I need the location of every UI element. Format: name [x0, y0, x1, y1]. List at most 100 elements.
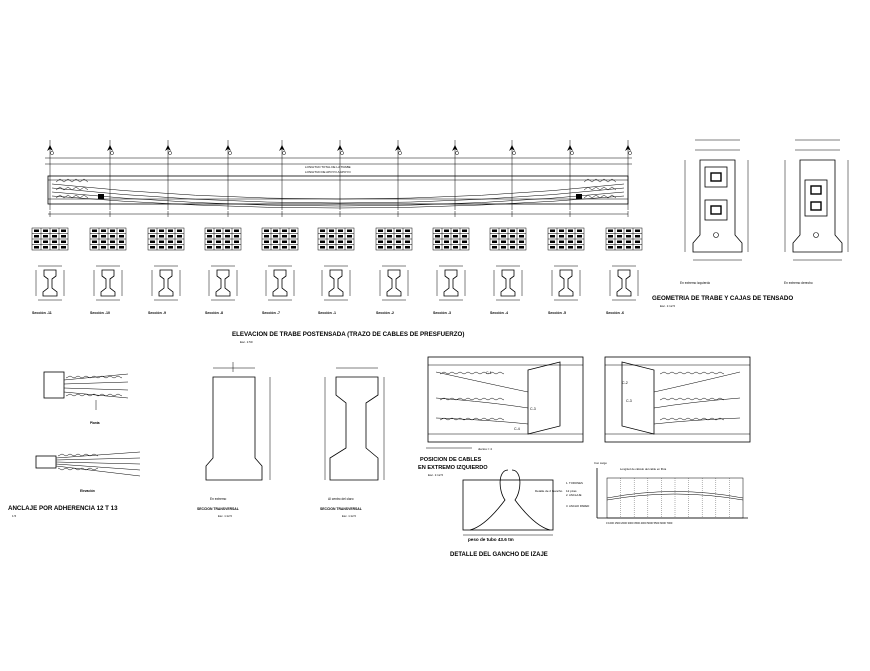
- geometry-title: GEOMETRIA DE TRABE Y CAJAS DE TENSADO: [652, 295, 793, 302]
- mini-cross-section: [379, 265, 409, 301]
- geometry-left: En extremo izquierdo: [680, 139, 749, 285]
- section-8: Sección -3: [432, 227, 470, 315]
- section-label: Sección -11: [32, 311, 52, 315]
- section-label: Sección -9: [148, 311, 166, 315]
- tendon-graph: Longitud de cálculo del cable en fibra C…: [566, 461, 748, 525]
- axis-marker-icon: [567, 140, 574, 210]
- mini-cross-section: [609, 265, 639, 301]
- section-end-sub: SECCION TRANSVERSAL: [197, 507, 239, 511]
- section-label: Sección -1: [318, 311, 336, 315]
- anchor-plan: Planta: [43, 371, 129, 425]
- mini-cross-section: [35, 265, 65, 301]
- section-5: Sección -7: [261, 227, 299, 315]
- elevation-title: ELEVACION DE TRABE POSTENSADA (TRAZO DE …: [232, 331, 464, 338]
- section-center-label: Al centro del claro: [328, 497, 354, 501]
- section-table: [147, 227, 185, 251]
- cable-tag: C-3: [530, 407, 536, 411]
- section-7: Sección -2: [375, 227, 413, 315]
- graph-y-label: Con cargo: [594, 461, 607, 465]
- section-table: [547, 227, 585, 251]
- section-table: [432, 227, 470, 251]
- anchor-elev-label: Elevación: [80, 489, 95, 493]
- hook-title: DETALLE DEL GANCHO DE IZAJE: [450, 552, 548, 558]
- elevation-scale: Esc. 1:50: [240, 340, 253, 344]
- section-label: Sección -3: [433, 311, 451, 315]
- section-end: En extremo SECCION TRANSVERSAL Esc. 1:12…: [197, 362, 271, 518]
- hook-tube: peso de tubo 43.6 tm: [468, 537, 514, 542]
- cable-tag: C-1: [486, 371, 492, 375]
- cables-title-1: POSICION DE CABLES: [420, 457, 481, 463]
- axis-markers: [47, 140, 632, 210]
- graph-legend-3: 3. ANCHO PARED: [566, 504, 589, 508]
- bottom-dimension-ticks: [49, 211, 629, 217]
- section-label: Sección -6: [606, 311, 624, 315]
- mini-cross-section: [551, 265, 581, 301]
- section-6: Sección -1: [317, 227, 355, 315]
- axis-marker-icon: [509, 140, 516, 210]
- cable-tag: C-4: [514, 427, 520, 431]
- section-row: Sección -11 Sección -10 Sección -9 Sección …: [31, 227, 643, 315]
- axis-marker-icon: [107, 140, 114, 210]
- section-table: [605, 227, 643, 251]
- axis-marker-icon: [452, 140, 459, 210]
- cable-tag: C-2: [622, 381, 628, 385]
- section-4: Sección -8: [204, 227, 242, 315]
- section-table: [204, 227, 242, 251]
- anchor-title: ANCLAJE POR ADHERENCIA 12 T 13: [8, 505, 118, 512]
- section-center-scale: Esc. 1:12.5: [342, 514, 356, 518]
- cables-scale: Esc. 1:12.5: [428, 473, 443, 477]
- mini-cross-section: [436, 265, 466, 301]
- section-label: Sección -7: [262, 311, 280, 315]
- right-anchorage-zone: [576, 178, 617, 199]
- section-center-sub: SECCION TRANSVERSAL: [320, 507, 362, 511]
- section-label: Sección -5: [548, 311, 566, 315]
- center-note-1: LONGITUD TOTAL DE LA TRABE: [305, 165, 351, 169]
- lifting-hook: Detalle de 2 Gancho 12 pzas peso de tubo…: [450, 469, 577, 558]
- section-center: Al centro del claro SECCION TRANSVERSAL …: [320, 367, 385, 518]
- section-1: Sección -11: [31, 227, 69, 315]
- graph-legend-1: 1. TORONES: [566, 481, 583, 485]
- anchor-scale: 1:5: [12, 514, 17, 518]
- section-label: Sección -2: [376, 311, 394, 315]
- beam-elevation: LONGITUD TOTAL DE LA TRABE LONGITUD DE A…: [45, 140, 632, 217]
- anchor-elevation: Elevación: [35, 451, 141, 493]
- section-label: Sección -4: [490, 311, 508, 315]
- anchor-plan-label: Planta: [90, 421, 100, 425]
- graph-axis: 0 1000 1500 2000 3000 3500 4000 5000 550…: [606, 521, 673, 525]
- section-10: Sección -5: [547, 227, 585, 315]
- geometry-right: En extremo derecho: [784, 139, 849, 285]
- geometry-left-label: En extremo izquierdo: [680, 281, 710, 285]
- section-table: [489, 227, 527, 251]
- center-note-2: LONGITUD DE APOYO A APOYO: [305, 170, 351, 174]
- mini-cross-section: [151, 265, 181, 301]
- section-11: Sección -6: [605, 227, 643, 315]
- axis-marker-icon: [165, 140, 172, 210]
- section-table: [317, 227, 355, 251]
- axis-marker-icon: [225, 140, 232, 210]
- hook-qty: 12 pzas: [566, 489, 577, 493]
- cable-position-left: C-1 C-3 C-4 ductos = 4: [426, 356, 584, 451]
- section-label: Sección -10: [90, 311, 110, 315]
- section-9: Sección -4: [489, 227, 527, 315]
- left-anchorage-zone: [55, 178, 104, 199]
- section-end-label: En extremo: [210, 497, 227, 501]
- section-3: Sección -9: [147, 227, 185, 315]
- graph-legend-2: 2. ANCLAJE: [566, 493, 582, 497]
- section-table: [375, 227, 413, 251]
- cable-position-right: C-2 C-3: [604, 356, 751, 443]
- axis-marker-icon: [395, 140, 402, 210]
- graph-grid: [620, 478, 730, 518]
- cable-tag: C-3: [626, 399, 632, 403]
- mini-cross-section: [493, 265, 523, 301]
- mini-cross-section: [321, 265, 351, 301]
- axis-marker-icon: [47, 140, 54, 210]
- geometry-scale: Esc. 1:12.5: [660, 304, 675, 308]
- mini-cross-section: [265, 265, 295, 301]
- graph-top-note: Longitud de cálculo del cable en fibra: [620, 467, 667, 471]
- hook-note: Detalle de 2 Gancho: [535, 489, 563, 493]
- section-end-scale: Esc. 1:12.5: [218, 514, 232, 518]
- section-table: [89, 227, 127, 251]
- axis-marker-icon: [337, 140, 344, 210]
- section-table: [261, 227, 299, 251]
